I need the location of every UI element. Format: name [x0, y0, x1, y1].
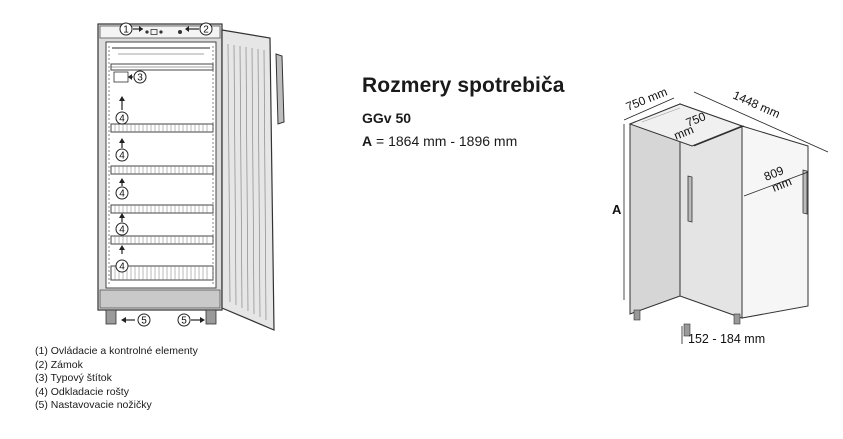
front-view-diagram: 1 2 3 4 4 4 4 4 5	[97, 22, 285, 331]
dim-width-door-open: 1448 mm	[731, 88, 782, 121]
dim-door-swing-2: mm	[770, 174, 794, 194]
cabinet-base	[99, 289, 221, 309]
legend-item: (1) Ovládacie a kontrolné elementy	[35, 345, 198, 357]
svg-text:4: 4	[119, 262, 125, 273]
svg-text:4: 4	[119, 151, 125, 162]
dimensions-diagram: 750 mm 1448 mm 750 mm 809 mm A 152 - 184…	[612, 85, 829, 346]
door-handle	[275, 53, 285, 125]
callout-1: 1	[119, 22, 133, 36]
dim-height-label: A	[612, 202, 622, 217]
legend-item: (4) Odkladacie rošty	[35, 385, 129, 398]
callout-5-right: 5	[177, 313, 205, 327]
legend-item: (3) Typový štítok	[35, 372, 112, 385]
dim-depth: 750 mm	[624, 85, 669, 114]
foot-left	[105, 309, 117, 325]
svg-text:1: 1	[123, 25, 129, 36]
model-name: GGv 50	[362, 110, 412, 126]
callout-4-group: 4 4 4 4 4	[115, 96, 129, 273]
door-open	[741, 125, 809, 319]
svg-text:5: 5	[181, 316, 187, 327]
legend-item: (2) Zámok	[35, 358, 83, 371]
callout-2: 2	[199, 22, 213, 36]
svg-text:5: 5	[141, 316, 147, 327]
svg-text:2: 2	[203, 25, 209, 36]
dim-feet: 152 - 184 mm	[688, 332, 765, 346]
legend-item: (5) Nastavovacie nožičky	[35, 399, 152, 412]
callout-3: 3	[133, 70, 147, 84]
page-title: Rozmery spotrebiča	[362, 74, 565, 97]
svg-text:4: 4	[119, 189, 125, 200]
svg-text:3: 3	[137, 73, 143, 84]
legend: (1) Ovládacie a kontrolné elementy (2) Z…	[35, 345, 198, 413]
svg-text:4: 4	[119, 225, 125, 236]
cabinet-interior	[105, 41, 217, 289]
dimension-a-line: A = 1864 mm - 1896 mm	[362, 133, 518, 149]
svg-text:4: 4	[119, 114, 125, 125]
dim-depth-door-2: mm	[672, 122, 696, 142]
callout-5-left: 5	[121, 313, 151, 327]
foot-right	[205, 309, 217, 325]
door-open	[221, 29, 275, 331]
